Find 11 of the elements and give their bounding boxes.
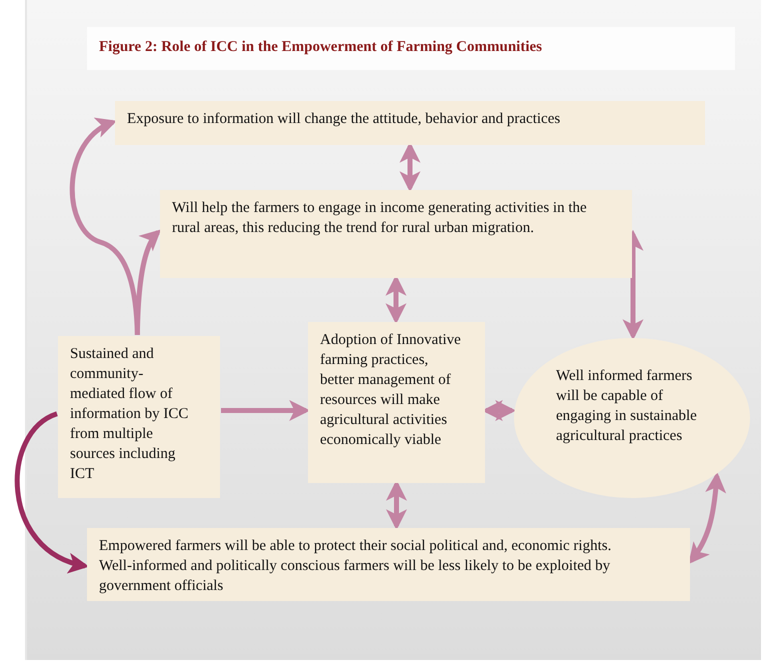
text-box: Empowered farmers will be able to protect their social political and, economic rights. Well-informed and politically conscious farmers will be less likely to be exploited by government officials <box>87 528 690 601</box>
text-box: Adoption of Innovative farming practices, better management of resources will make agricultural activities economically viable <box>308 322 485 483</box>
text-box: Exposure to information will change the attitude, behavior and practices <box>115 101 705 145</box>
title-banner: Figure 2: Role of ICC in the Empowerment of Farming Communities <box>87 27 735 70</box>
arrow <box>221 400 310 422</box>
arrow <box>15 412 90 572</box>
text-box: Will help the farmers to engage in income generating activities in the rural areas, this reducing the trend for rural urban migration. <box>160 190 632 278</box>
arrow <box>622 230 644 340</box>
arrow <box>134 229 161 336</box>
arrow <box>688 472 726 564</box>
text-box: Sustained and community-mediated flow of information by ICC from multiple sources including ICT <box>58 336 220 498</box>
